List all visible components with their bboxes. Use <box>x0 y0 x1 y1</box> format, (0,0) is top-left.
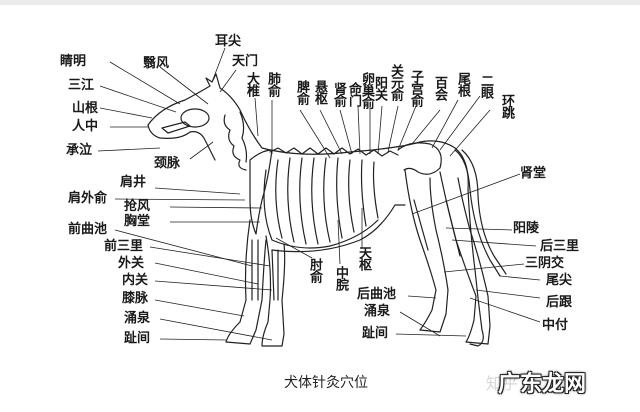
point-label-qiansanli: 前三里 <box>104 239 144 254</box>
point-label-weijian: 尾尖 <box>546 273 573 288</box>
point-label-pishu: 脾俞 <box>294 80 309 104</box>
point-label-qiangfeng: 抢风 <box>124 199 151 214</box>
watermark-ghost: 知乎 <box>486 374 519 393</box>
point-label-tianshu: 天枢 <box>356 246 371 270</box>
point-label-feishu: 肺俞 <box>265 72 280 96</box>
point-label-zhongwan: 中脘 <box>333 266 348 290</box>
point-label-qianquchi: 前曲池 <box>68 222 108 237</box>
point-label-xuanshu: 悬枢 <box>312 80 327 104</box>
point-label-guanyuanshu: 关元俞 <box>388 64 403 100</box>
point-label-xiongtang: 胸堂 <box>124 214 151 229</box>
point-label-ximai: 膝脉 <box>122 291 149 306</box>
point-label-eryan: 二眼 <box>478 74 493 98</box>
point-label-zigongshu: 子宫俞 <box>408 70 423 106</box>
point-label-chengqi: 承泣 <box>66 143 93 158</box>
point-label-houquchi: 后曲池 <box>357 287 397 302</box>
point-label-jingmai: 颈脉 <box>154 156 181 171</box>
point-label-zhijian-hind: 趾间 <box>362 326 389 341</box>
point-label-renzhong: 人中 <box>72 119 99 134</box>
point-label-shentang: 肾堂 <box>520 166 547 181</box>
point-label-dazhui: 大椎 <box>244 72 259 96</box>
point-label-sanyinjiao: 三阴交 <box>525 256 565 271</box>
top-bar <box>0 0 640 5</box>
point-label-zhongfu: 中付 <box>542 318 569 333</box>
point-label-hougen: 后跟 <box>546 295 573 310</box>
point-label-luanchaoshu: 卵巢俞 <box>359 72 374 108</box>
point-label-housanli: 后三里 <box>540 239 580 254</box>
point-label-huantiao: 环跳 <box>499 94 514 118</box>
point-label-weigen: 尾根 <box>455 72 470 96</box>
point-label-jingming: 睛明 <box>60 54 87 69</box>
point-label-yongquan-hind: 涌泉 <box>364 304 391 319</box>
watermark: 广东龙网 <box>498 372 587 397</box>
point-label-zhoushu: 肘俞 <box>307 258 322 282</box>
point-label-baihui: 百会 <box>432 76 447 100</box>
point-label-yifeng: 翳风 <box>143 56 170 71</box>
point-label-shangen: 山根 <box>72 101 99 116</box>
point-label-waiguan: 外关 <box>118 256 145 271</box>
point-label-mingmen: 命门 <box>346 82 361 106</box>
point-label-jianwaishu: 肩外俞 <box>68 191 108 206</box>
point-label-shenshu: 肾俞 <box>331 82 346 106</box>
point-label-jianjing: 肩井 <box>120 175 147 190</box>
figure-caption: 犬体针灸穴位 <box>284 375 368 391</box>
point-label-tianmen: 天门 <box>232 54 259 69</box>
point-label-yangling: 阳陵 <box>513 221 540 236</box>
point-label-yangguan: 阳关 <box>372 76 387 100</box>
point-label-erjian: 耳尖 <box>215 34 242 49</box>
point-label-neiguan: 内关 <box>122 273 149 288</box>
point-label-yongquan-front: 涌泉 <box>124 311 151 326</box>
point-label-sanjiang: 三江 <box>68 78 95 93</box>
point-label-zhijian-front: 趾间 <box>124 331 151 346</box>
